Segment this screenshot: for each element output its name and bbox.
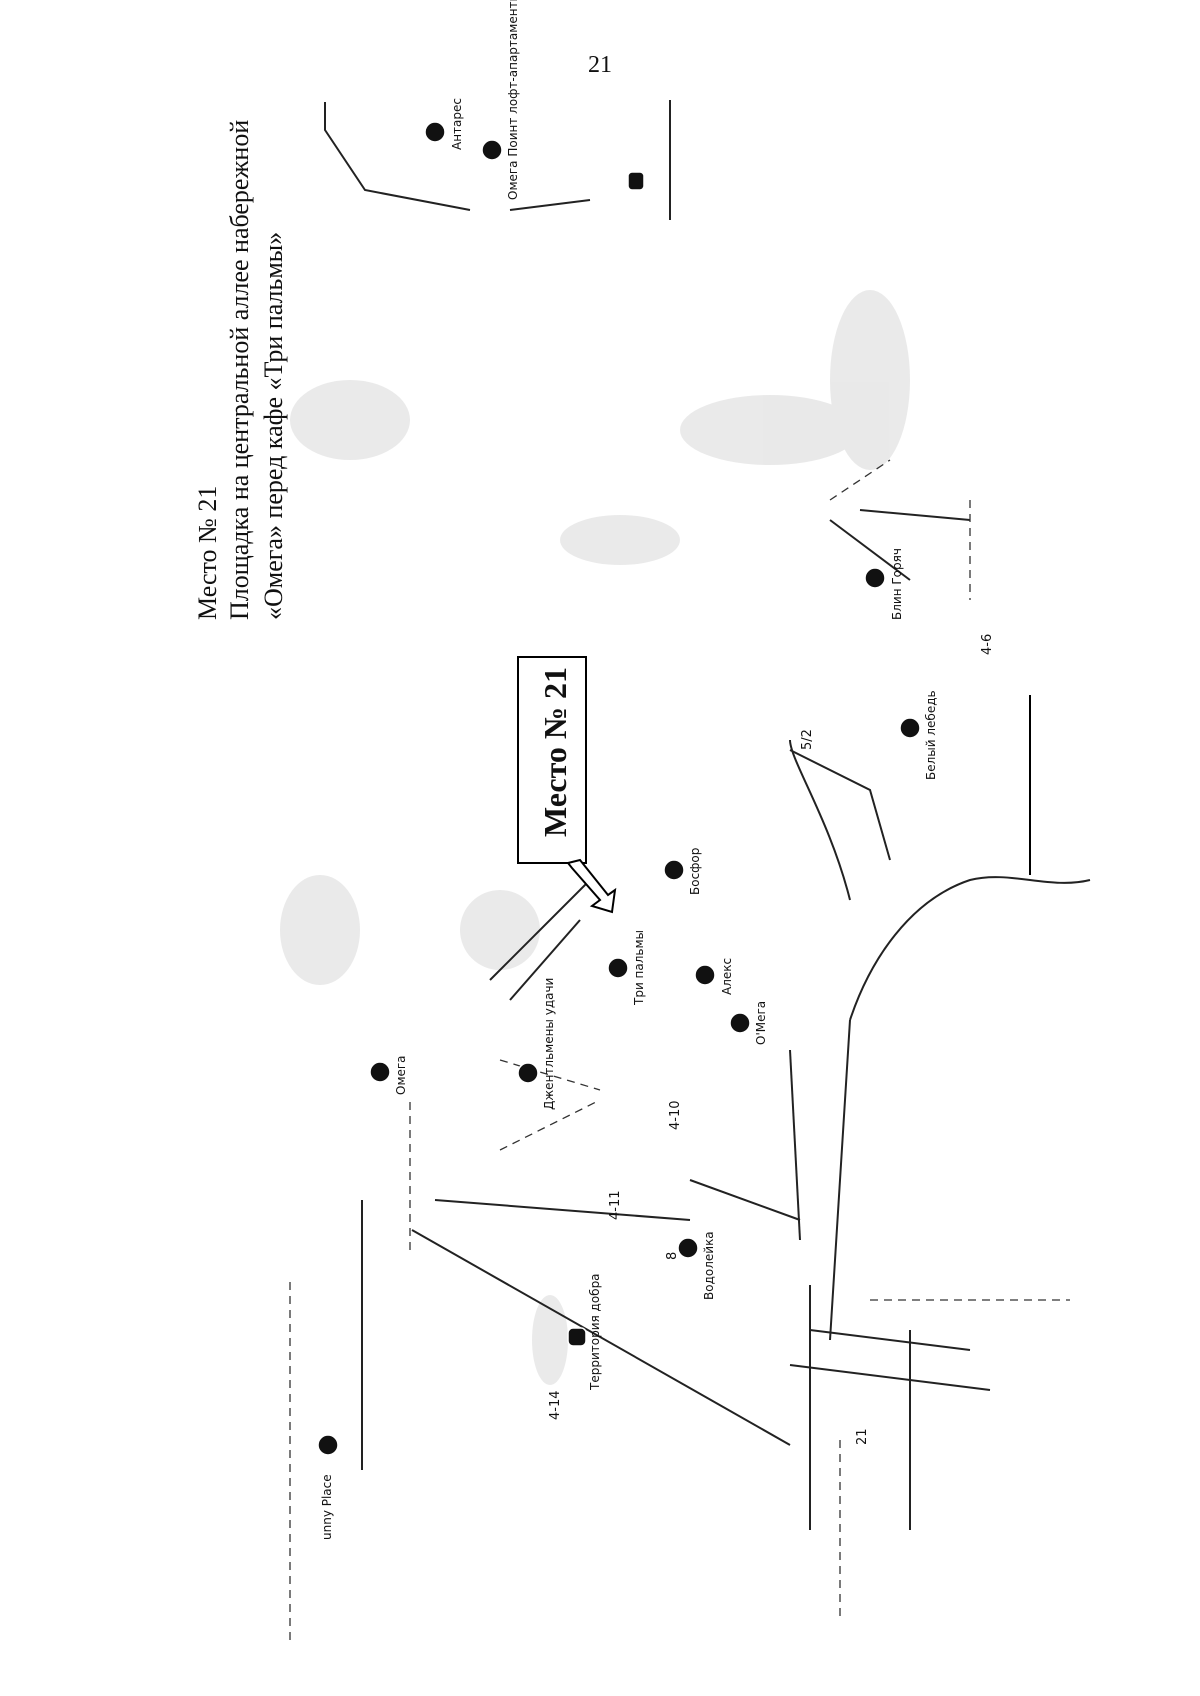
poi-label-vodoleyka[interactable]: Водолейка xyxy=(702,1231,716,1300)
callout-box xyxy=(517,656,587,864)
shop-icon xyxy=(729,1012,751,1034)
callout-arrow-icon xyxy=(566,858,617,914)
house-number: 4-11 xyxy=(608,1190,623,1220)
poi-label-aleks[interactable]: Алекс xyxy=(720,957,734,995)
hotel-icon xyxy=(481,139,503,161)
restaurant-icon xyxy=(369,1061,391,1083)
poi-label-omega[interactable]: Омега xyxy=(394,1055,408,1095)
house-number: 4-10 xyxy=(668,1100,683,1130)
cafe-icon xyxy=(663,859,685,881)
map[interactable]: Место № 21 Антарес Омега Поинт лофт-апар… xyxy=(270,0,1100,1660)
poi-label-gentlemen[interactable]: Джентльмены удачи xyxy=(542,977,556,1110)
poi-label-bosfor[interactable]: Босфор xyxy=(688,847,702,895)
poi-label-sunny-place[interactable]: unny Place xyxy=(320,1474,334,1540)
poi-label-antares[interactable]: Антарес xyxy=(450,98,464,150)
poi-label-territoriya-dobra[interactable]: Территория добра xyxy=(588,1273,602,1390)
house-number: 5/2 xyxy=(800,729,815,750)
cafe-icon xyxy=(317,1434,339,1456)
shop-icon xyxy=(517,1062,539,1084)
flag-icon xyxy=(567,1327,587,1347)
poi-label-omega-point[interactable]: Омега Поинт лофт-апартаменты xyxy=(506,0,520,200)
hotel-icon xyxy=(677,1237,699,1259)
hotel-icon xyxy=(694,964,716,986)
poi-label-bely-lebed[interactable]: Белый лебедь xyxy=(924,690,938,780)
place-heading-line2: Площадка на центральной аллее набережной xyxy=(225,119,254,620)
house-number: 4-6 xyxy=(980,633,995,655)
map-roads xyxy=(280,100,1091,1640)
cafe-icon xyxy=(864,567,886,589)
parking-icon xyxy=(627,171,645,191)
house-number: 4-14 xyxy=(548,1390,563,1420)
house-number: 21 xyxy=(855,1428,870,1445)
page-number: 21 xyxy=(588,52,612,78)
cafe-icon xyxy=(424,121,446,143)
poi-label-blin-goryach[interactable]: Блин Горяч xyxy=(890,548,904,620)
house-number: 8 xyxy=(665,1251,680,1260)
poi-label-o-mega[interactable]: O'Мега xyxy=(754,1000,768,1045)
cafe-icon xyxy=(899,717,921,739)
callout-label: Место № 21 xyxy=(537,666,573,837)
cafe-icon xyxy=(607,957,629,979)
place-heading-line1: Место № 21 xyxy=(193,485,222,620)
poi-label-tri-palmy[interactable]: Три пальмы xyxy=(632,929,646,1005)
